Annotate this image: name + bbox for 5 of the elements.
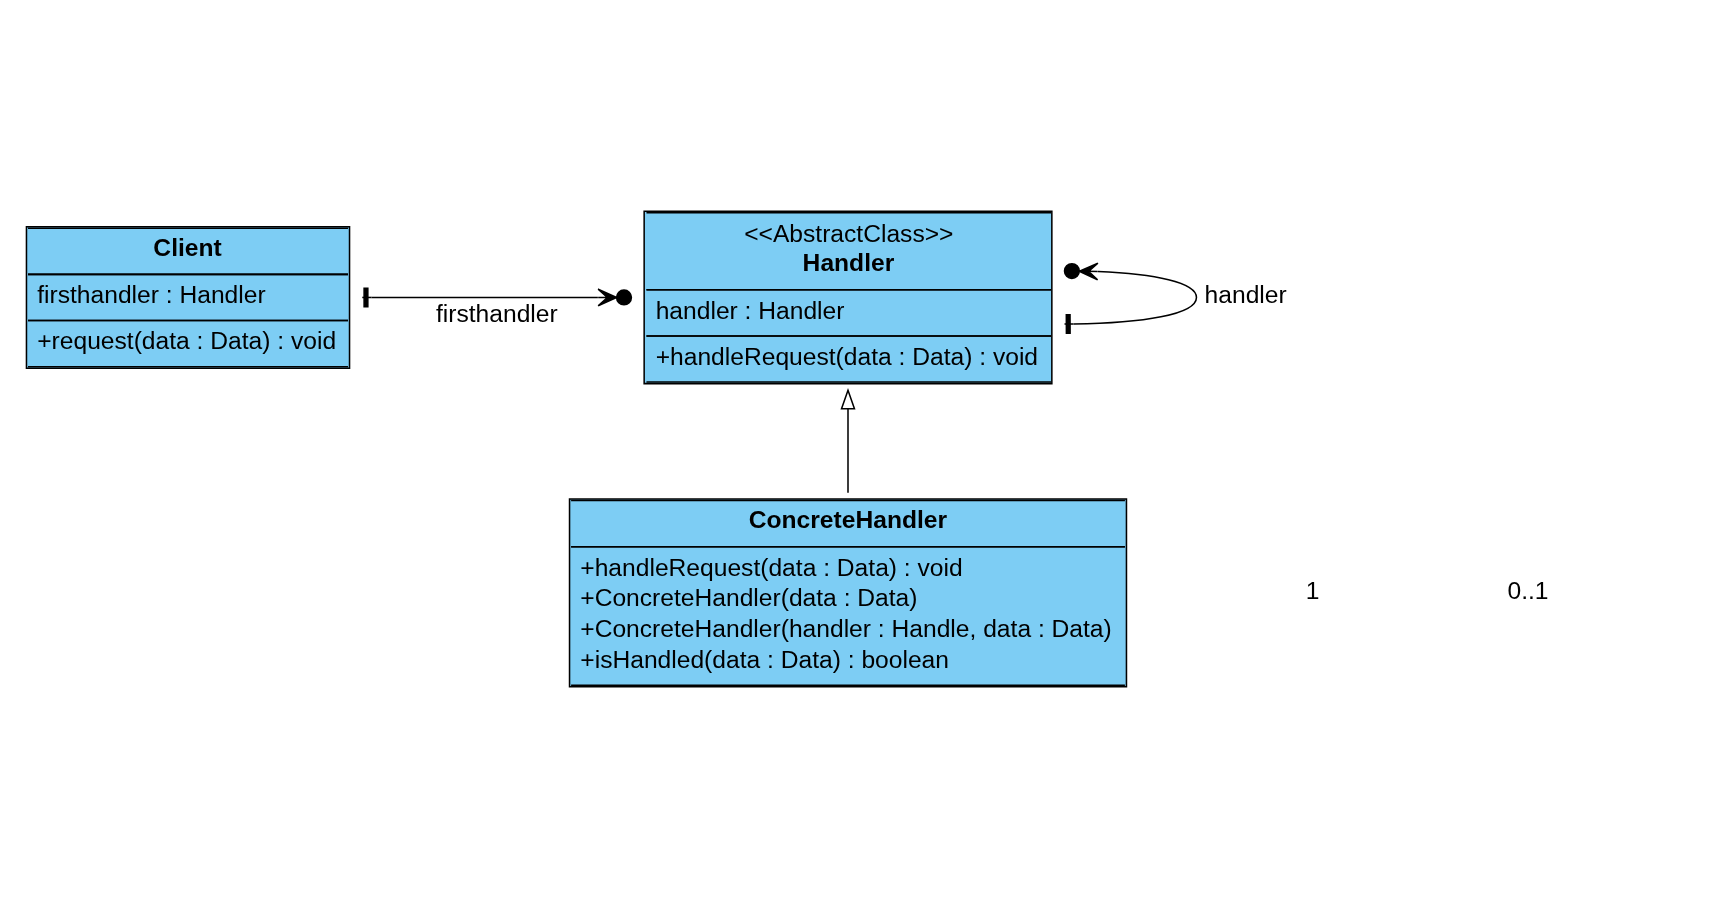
label: 1 xyxy=(1305,576,1320,604)
edge-label: handler xyxy=(1204,280,1287,308)
arrow xyxy=(840,387,856,493)
edge-label: firsthandler xyxy=(435,299,558,327)
label: 0..1 xyxy=(1507,576,1549,604)
